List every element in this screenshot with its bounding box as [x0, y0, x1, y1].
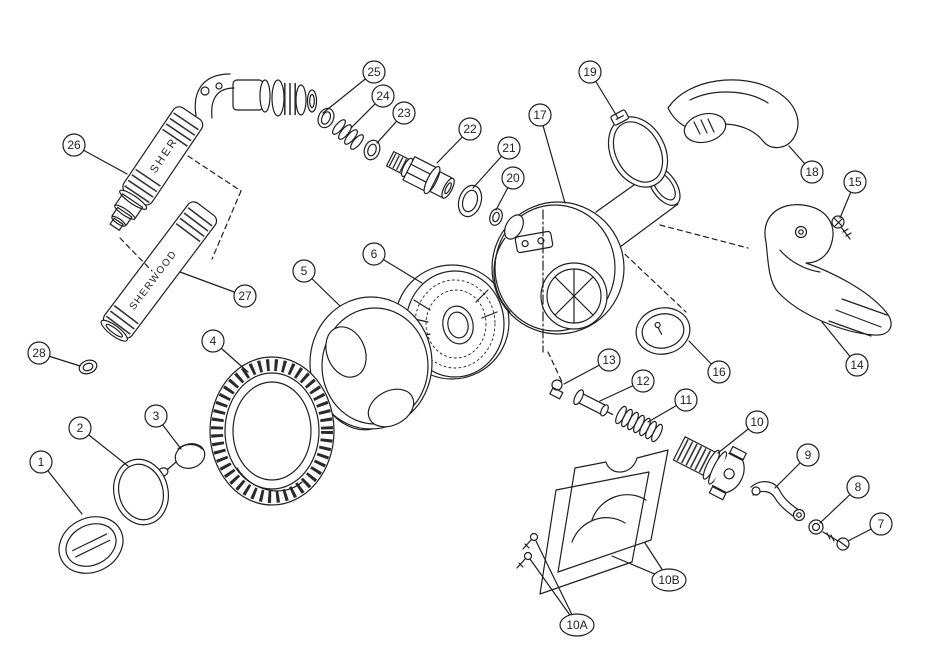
part-oring-28: [78, 359, 98, 375]
part-body-17: [491, 166, 681, 353]
callout-9: 9: [774, 443, 820, 489]
svg-text:12: 12: [636, 374, 650, 388]
svg-text:10B: 10B: [658, 573, 679, 587]
callout-18: 18: [788, 145, 824, 184]
svg-text:23: 23: [397, 106, 411, 120]
callout-23: 23: [376, 101, 416, 144]
part-screws-10a: [516, 532, 539, 569]
callout-21: 21: [472, 136, 521, 189]
svg-text:6: 6: [371, 247, 378, 261]
part-poppet-12: [573, 389, 614, 417]
part-retaining-ring-4: [209, 356, 335, 506]
svg-text:22: 22: [463, 122, 477, 136]
svg-text:13: 13: [602, 353, 616, 367]
svg-text:10A: 10A: [566, 618, 587, 632]
callout-6: 6: [362, 242, 423, 284]
callout-15: 15: [839, 170, 867, 219]
callout-10A: 10A: [529, 540, 595, 637]
construction-lines: [119, 155, 749, 383]
svg-text:8: 8: [855, 480, 862, 494]
svg-text:17: 17: [533, 108, 547, 122]
callout-11: 11: [647, 388, 698, 423]
svg-text:18: 18: [805, 165, 819, 179]
callout-2: 2: [68, 416, 129, 467]
part-washer-21: [457, 184, 483, 218]
part-oring-25: [317, 107, 335, 129]
callout-8: 8: [819, 475, 870, 524]
callout-22: 22: [436, 117, 482, 164]
part-bracket-plates-10b: [539, 449, 669, 595]
svg-text:16: 16: [712, 365, 726, 379]
callout-12: 12: [599, 369, 655, 402]
svg-text:9: 9: [805, 448, 812, 462]
callout-27: 27: [179, 271, 257, 308]
part-screw-7: [822, 531, 850, 551]
svg-text:27: 27: [238, 289, 252, 303]
part-washer-8: [808, 519, 824, 535]
callout-5: 5: [292, 259, 341, 307]
svg-text:24: 24: [376, 89, 390, 103]
part-clamp-19: [607, 109, 669, 188]
part-fitting-22: [385, 151, 455, 199]
callout-10B: 10B: [611, 542, 687, 592]
part-lever-9: [750, 481, 806, 522]
svg-text:19: 19: [583, 65, 597, 79]
callout-1: 1: [29, 450, 83, 515]
callout-20: 20: [495, 166, 525, 211]
svg-text:20: 20: [506, 171, 520, 185]
part-ring-2: [113, 458, 169, 526]
part-elbow-connector: [194, 73, 318, 119]
part-seat-3: [157, 443, 206, 477]
part-cover-clip-14: [764, 204, 892, 337]
callout-26: 26: [62, 133, 128, 175]
part-oring-20: [489, 208, 503, 226]
svg-text:4: 4: [210, 334, 217, 348]
part-mouthpiece-18: [667, 79, 799, 149]
callout-17: 17: [528, 103, 566, 204]
part-valve-body-10: [672, 436, 747, 501]
part-cover-1: [58, 516, 124, 574]
svg-text:14: 14: [850, 358, 864, 372]
svg-text:3: 3: [153, 409, 160, 423]
part-washer-23: [363, 139, 381, 161]
part-disc-16: [635, 307, 691, 355]
callout-28: 28: [27, 341, 81, 367]
part-spring-11: [615, 405, 663, 443]
hose-brand-lower: SHERWOOD: [128, 248, 180, 312]
callout-25: 25: [322, 60, 386, 114]
part-seat-13: [549, 379, 564, 400]
svg-text:10: 10: [750, 415, 764, 429]
svg-text:26: 26: [67, 138, 81, 152]
callout-10: 10: [717, 410, 769, 454]
callout-7: 7: [847, 512, 893, 542]
callout-16: 16: [688, 340, 731, 384]
svg-text:5: 5: [301, 264, 308, 278]
callout-3: 3: [144, 404, 182, 450]
svg-text:7: 7: [878, 517, 885, 531]
svg-text:21: 21: [502, 141, 516, 155]
svg-text:11: 11: [680, 393, 693, 407]
svg-text:25: 25: [367, 65, 381, 79]
svg-text:2: 2: [77, 421, 84, 435]
svg-text:1: 1: [38, 455, 45, 469]
callout-24: 24: [350, 84, 395, 129]
callout-13: 13: [563, 348, 621, 385]
callout-19: 19: [578, 60, 619, 119]
part-screw-15: [831, 215, 852, 240]
svg-text:15: 15: [848, 175, 862, 189]
callout-14: 14: [821, 321, 869, 377]
svg-text:28: 28: [32, 346, 46, 360]
callout-4: 4: [201, 329, 249, 373]
hose-brand-upper: SHER: [148, 135, 181, 175]
part-spring-24: [332, 119, 364, 150]
